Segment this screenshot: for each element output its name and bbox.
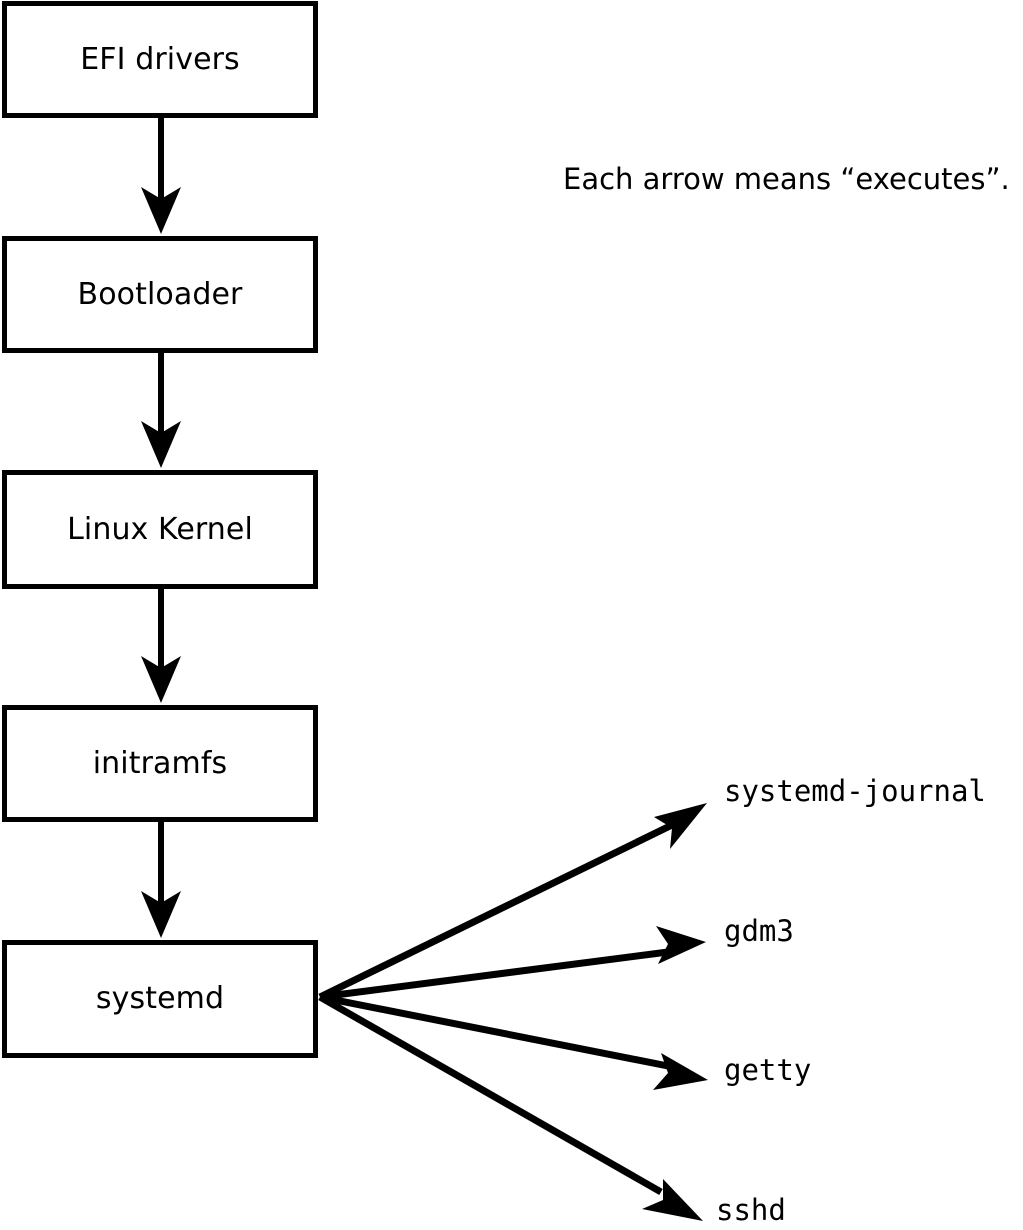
stage-box-linux-kernel[interactable]: Linux Kernel — [2, 470, 318, 589]
stage-box-efi-drivers[interactable]: EFI drivers — [2, 1, 318, 118]
fan-arrow-systemd-journal — [318, 803, 707, 1001]
fan-arrow-sshd — [318, 993, 703, 1221]
stage-box-label-initramfs: initramfs — [92, 745, 228, 781]
chain-arrow-bootloader-to-kernel — [141, 353, 181, 468]
stage-box-systemd[interactable]: systemd — [2, 940, 318, 1058]
stage-box-label-systemd: systemd — [95, 981, 225, 1016]
legend-note: Each arrow means “executes”. — [563, 162, 1010, 196]
fan-arrow-gdm3 — [319, 926, 706, 1001]
fan-arrow-getty — [319, 993, 708, 1090]
stage-box-label-linux-kernel: Linux Kernel — [67, 511, 253, 547]
service-label-systemd-journal[interactable]: systemd-journal — [724, 774, 986, 808]
stage-box-label-bootloader: Bootloader — [77, 276, 243, 312]
chain-arrow-efi-to-bootloader — [141, 118, 181, 234]
stage-box-initramfs[interactable]: initramfs — [2, 705, 318, 822]
chain-arrow-initramfs-to-systemd — [141, 822, 181, 938]
service-label-getty[interactable]: getty — [724, 1053, 812, 1087]
stage-box-bootloader[interactable]: Bootloader — [2, 236, 318, 353]
service-label-gdm3[interactable]: gdm3 — [724, 914, 794, 948]
stage-box-label-efi-drivers: EFI drivers — [80, 41, 240, 77]
chain-arrow-kernel-to-initramfs — [141, 589, 181, 703]
service-label-sshd[interactable]: sshd — [716, 1193, 786, 1227]
